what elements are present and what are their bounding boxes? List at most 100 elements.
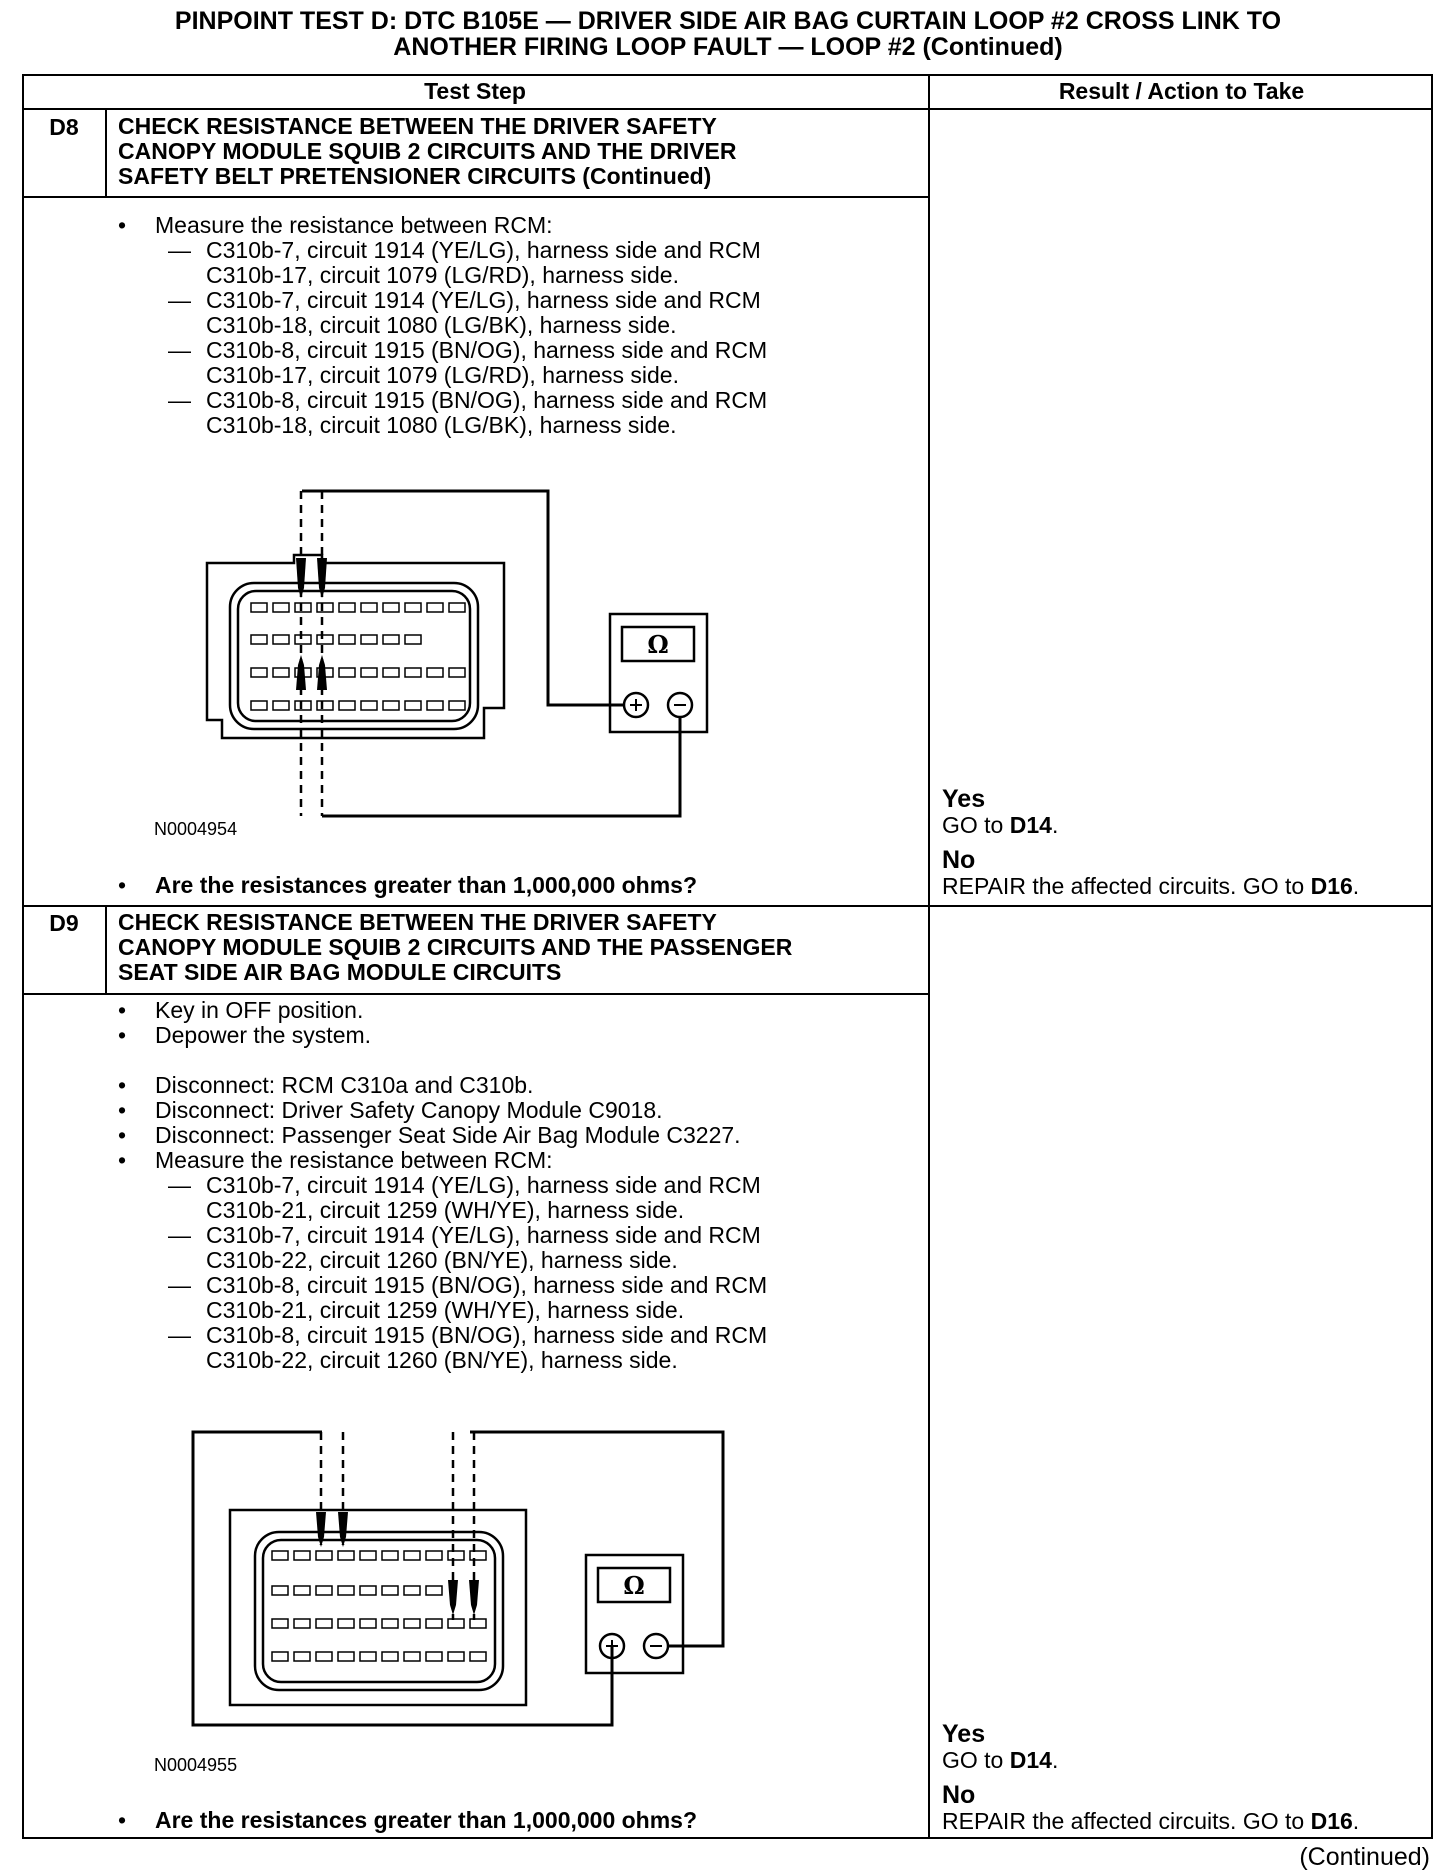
step-title-line: CHECK RESISTANCE BETWEEN THE DRIVER SAFE… xyxy=(118,909,717,935)
measure-line: C310b-21, circuit 1259 (WH/YE), harness … xyxy=(206,1197,685,1223)
measure-line: C310b-8, circuit 1915 (BN/OG), harness s… xyxy=(206,1322,768,1348)
measure-intro: Measure the resistance between RCM: xyxy=(155,212,553,238)
measure-line: C310b-18, circuit 1080 (LG/BK), harness … xyxy=(206,412,677,438)
d8-title-rule xyxy=(22,196,928,198)
measure-line: C310b-8, circuit 1915 (BN/OG), harness s… xyxy=(206,387,768,413)
step-id-d8: D8 xyxy=(49,114,79,140)
dash: — xyxy=(168,387,191,413)
measure-line: C310b-7, circuit 1914 (YE/LG), harness s… xyxy=(206,1222,761,1248)
measure-line: C310b-17, circuit 1079 (LG/RD), harness … xyxy=(206,262,679,288)
instruction: Disconnect: Driver Safety Canopy Module … xyxy=(155,1097,663,1123)
col-header-result: Result / Action to Take xyxy=(1058,78,1305,104)
step-id-d9: D9 xyxy=(49,910,79,936)
dash: — xyxy=(168,1272,191,1298)
measure-line: C310b-21, circuit 1259 (WH/YE), harness … xyxy=(206,1297,685,1323)
step-title-line: CANOPY MODULE SQUIB 2 CIRCUITS AND THE P… xyxy=(118,934,793,960)
bullet-dot: • xyxy=(118,872,127,898)
probe-icon xyxy=(296,655,306,690)
title-line-1: PINPOINT TEST D: DTC B105E — DRIVER SIDE… xyxy=(174,7,1282,35)
bullet-dot: • xyxy=(118,1807,127,1833)
pin-row xyxy=(250,667,466,678)
probe-icon xyxy=(316,1512,326,1547)
continued-note: (Continued) xyxy=(1299,1843,1430,1871)
result-no-label: No xyxy=(942,846,976,874)
pin-row xyxy=(250,634,422,645)
bullet-dot: • xyxy=(118,212,127,238)
ohm-symbol: Ω xyxy=(647,630,668,659)
probe-icon xyxy=(317,655,327,690)
pin-row xyxy=(271,1651,487,1662)
goto-link-d16[interactable]: D16 xyxy=(1310,1808,1353,1834)
measure-line: C310b-7, circuit 1914 (YE/LG), harness s… xyxy=(206,287,761,313)
measure-line: C310b-8, circuit 1915 (BN/OG), harness s… xyxy=(206,1272,768,1298)
probe-icon xyxy=(317,558,327,598)
step-question-d8: Are the resistances greater than 1,000,0… xyxy=(155,872,698,898)
dash: — xyxy=(168,237,191,263)
step-title-line: CHECK RESISTANCE BETWEEN THE DRIVER SAFE… xyxy=(118,113,717,139)
bullet-dot: • xyxy=(118,997,127,1023)
dash: — xyxy=(168,1172,191,1198)
instruction: Measure the resistance between RCM: xyxy=(155,1147,553,1173)
dash: — xyxy=(168,287,191,313)
result-yes-label: Yes xyxy=(942,785,986,813)
measure-line: C310b-18, circuit 1080 (LG/BK), harness … xyxy=(206,312,677,338)
instruction: Depower the system. xyxy=(155,1022,372,1048)
d9-id-divider xyxy=(105,905,107,995)
dash: — xyxy=(168,1322,191,1348)
probe-icon xyxy=(338,1512,348,1547)
result-yes-label: Yes xyxy=(942,1720,986,1748)
step-title-d8: CHECK RESISTANCE BETWEEN THE DRIVER SAFE… xyxy=(118,114,918,189)
d8-id-divider xyxy=(105,108,107,198)
goto-link-d14[interactable]: D14 xyxy=(1009,812,1052,838)
result-yes-action: GO to D14. xyxy=(942,812,1059,838)
step-title-line: SAFETY BELT PRETENSIONER CIRCUITS (Conti… xyxy=(118,163,712,189)
measure-line: C310b-17, circuit 1079 (LG/RD), harness … xyxy=(206,362,679,388)
pin-row xyxy=(271,1585,443,1596)
measure-line: C310b-7, circuit 1914 (YE/LG), harness s… xyxy=(206,1172,761,1198)
figure-id-d9: N0004955 xyxy=(154,1755,238,1775)
step-question-d9: Are the resistances greater than 1,000,0… xyxy=(155,1807,698,1833)
step-title-line: SEAT SIDE AIR BAG MODULE CIRCUITS xyxy=(118,959,562,985)
result-no-action: REPAIR the affected circuits. GO to D16. xyxy=(942,1808,1360,1834)
pin-row xyxy=(271,1618,487,1629)
instruction: Disconnect: Passenger Seat Side Air Bag … xyxy=(155,1122,741,1148)
result-no-action: REPAIR the affected circuits. GO to D16. xyxy=(942,873,1360,899)
instruction: Disconnect: RCM C310a and C310b. xyxy=(155,1072,534,1098)
bullet-dot: • xyxy=(118,1122,127,1148)
d9-title-rule xyxy=(22,993,928,995)
result-yes-action: GO to D14. xyxy=(942,1747,1059,1773)
title-line-2: ANOTHER FIRING LOOP FAULT — LOOP #2 (Con… xyxy=(393,33,1063,61)
pin-row xyxy=(271,1550,487,1561)
probe-icon xyxy=(296,558,306,598)
probe-icon xyxy=(448,1580,458,1615)
step-title-d9: CHECK RESISTANCE BETWEEN THE DRIVER SAFE… xyxy=(118,910,918,985)
result-no-label: No xyxy=(942,1781,976,1809)
goto-link-d14[interactable]: D14 xyxy=(1009,1747,1052,1773)
bullet-dot: • xyxy=(118,1097,127,1123)
measure-line: C310b-22, circuit 1260 (BN/YE), harness … xyxy=(206,1247,678,1273)
pinpoint-table xyxy=(22,74,1433,1839)
pin-row xyxy=(250,700,466,711)
column-divider xyxy=(928,74,930,1839)
pin-row xyxy=(250,602,466,613)
instruction: Key in OFF position. xyxy=(155,997,364,1023)
dash: — xyxy=(168,337,191,363)
step-divider xyxy=(22,905,1433,907)
probe-icon xyxy=(469,1580,479,1615)
ohm-symbol: Ω xyxy=(623,1571,644,1600)
bullet-dot: • xyxy=(118,1072,127,1098)
page-title: PINPOINT TEST D: DTC B105E — DRIVER SIDE… xyxy=(0,8,1456,60)
measure-line: C310b-7, circuit 1914 (YE/LG), harness s… xyxy=(206,237,761,263)
header-rule xyxy=(22,108,1433,110)
step-title-line: CANOPY MODULE SQUIB 2 CIRCUITS AND THE D… xyxy=(118,138,737,164)
figure-id-d8: N0004954 xyxy=(154,819,238,839)
measure-line: C310b-8, circuit 1915 (BN/OG), harness s… xyxy=(206,337,768,363)
col-header-test-step: Test Step xyxy=(424,78,526,104)
bullet-dot: • xyxy=(118,1147,127,1173)
measure-line: C310b-22, circuit 1260 (BN/YE), harness … xyxy=(206,1347,678,1373)
goto-link-d16[interactable]: D16 xyxy=(1310,873,1353,899)
dash: — xyxy=(168,1222,191,1248)
bullet-dot: • xyxy=(118,1022,127,1048)
